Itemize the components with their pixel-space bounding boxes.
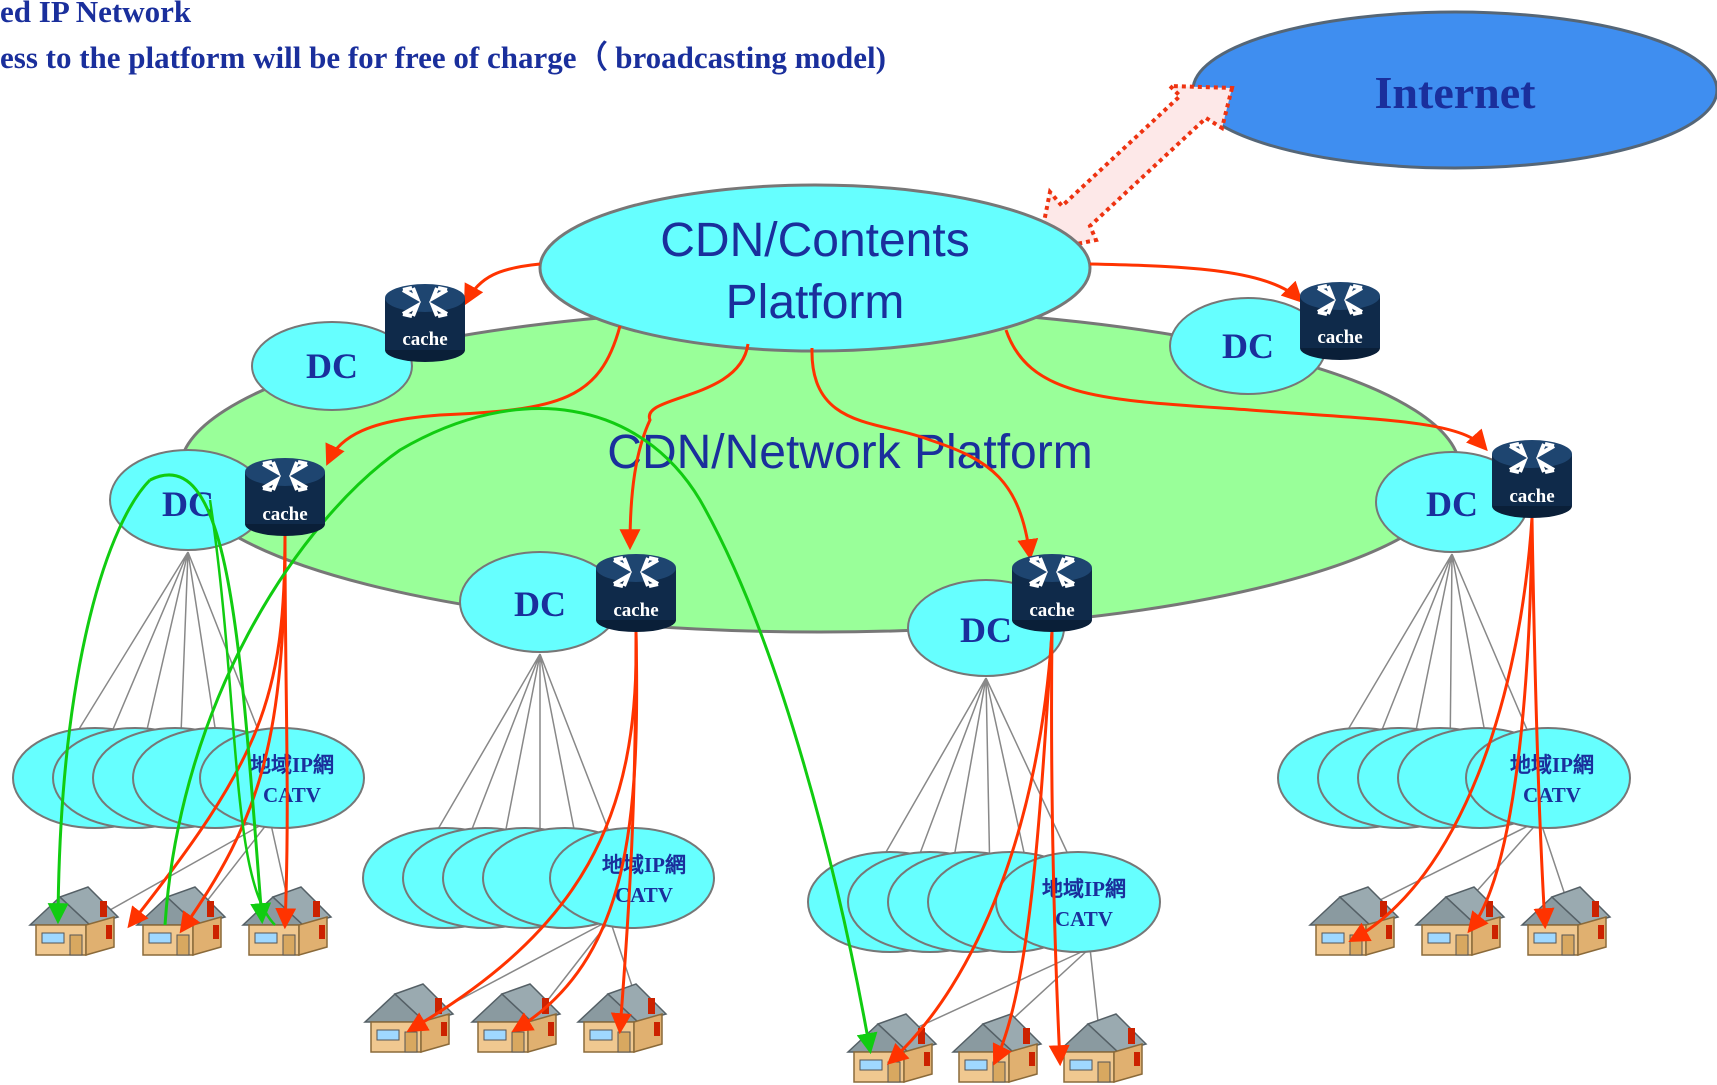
- svg-text:CATV: CATV: [263, 783, 321, 807]
- network-platform-label: CDN/Network Platform: [607, 426, 1092, 479]
- svg-text:DC: DC: [960, 610, 1012, 650]
- router-cache-icon: cache: [383, 282, 467, 364]
- header-line-2: ess to the platform will be for free of …: [0, 40, 886, 75]
- svg-text:CATV: CATV: [1055, 907, 1113, 931]
- house-icon: [1057, 1013, 1147, 1083]
- svg-text:cache: cache: [1317, 327, 1362, 348]
- svg-text:地域IP網: 地域IP網: [602, 853, 686, 877]
- svg-text:cache: cache: [1029, 600, 1074, 621]
- router-cache-icon: cache: [1010, 552, 1094, 634]
- contents-platform-line-1: CDN/Contents: [660, 214, 969, 267]
- svg-text:cache: cache: [402, 329, 447, 350]
- region-cluster-right: 地域IP網 CATV: [1277, 727, 1631, 829]
- svg-text:DC: DC: [1222, 326, 1274, 366]
- svg-text:cache: cache: [1509, 486, 1554, 507]
- red-delivery-arrows: [127, 262, 1555, 1067]
- house-icon: [364, 983, 454, 1053]
- svg-text:cache: cache: [613, 600, 658, 621]
- router-cache-icon: cache: [1490, 438, 1574, 520]
- dotted-double-arrow-icon: [1035, 83, 1235, 255]
- router-cache-icon: cache: [243, 456, 327, 538]
- house-icon: [1521, 886, 1611, 956]
- house-icon: [29, 886, 119, 956]
- svg-text:CATV: CATV: [615, 883, 673, 907]
- svg-text:CATV: CATV: [1523, 783, 1581, 807]
- contents-platform-line-2: Platform: [726, 276, 905, 329]
- dc-top-right: DC: [1169, 297, 1327, 395]
- svg-text:地域IP網: 地域IP網: [1510, 753, 1594, 777]
- svg-text:DC: DC: [1426, 484, 1478, 524]
- dc-left: DC: [109, 449, 267, 551]
- svg-text:DC: DC: [514, 584, 566, 624]
- svg-text:cache: cache: [262, 504, 307, 525]
- house-icon: [1415, 886, 1505, 956]
- region-cluster-center-left: 地域IP網 CATV: [362, 827, 715, 929]
- dc-center-left: DC: [459, 551, 621, 653]
- contents-platform-ellipse: [538, 183, 1092, 353]
- dc-right: DC: [1375, 451, 1529, 553]
- house-icon: [952, 1013, 1042, 1083]
- internet-label: Internet: [1375, 67, 1537, 118]
- router-cache-icon: cache: [594, 552, 678, 634]
- region-cluster-left: 地域IP網 CATV: [12, 727, 365, 829]
- green-arrows: [47, 407, 878, 1055]
- region-cluster-center-right: 地域IP網 CATV: [807, 851, 1161, 953]
- router-cache-icon: cache: [1298, 280, 1382, 362]
- dc-top-left: DC: [251, 321, 413, 411]
- header-line-1: ed IP Network: [0, 0, 192, 29]
- svg-text:DC: DC: [306, 346, 358, 386]
- svg-text:地域IP網: 地域IP網: [1042, 877, 1126, 901]
- house-icon: [471, 983, 561, 1053]
